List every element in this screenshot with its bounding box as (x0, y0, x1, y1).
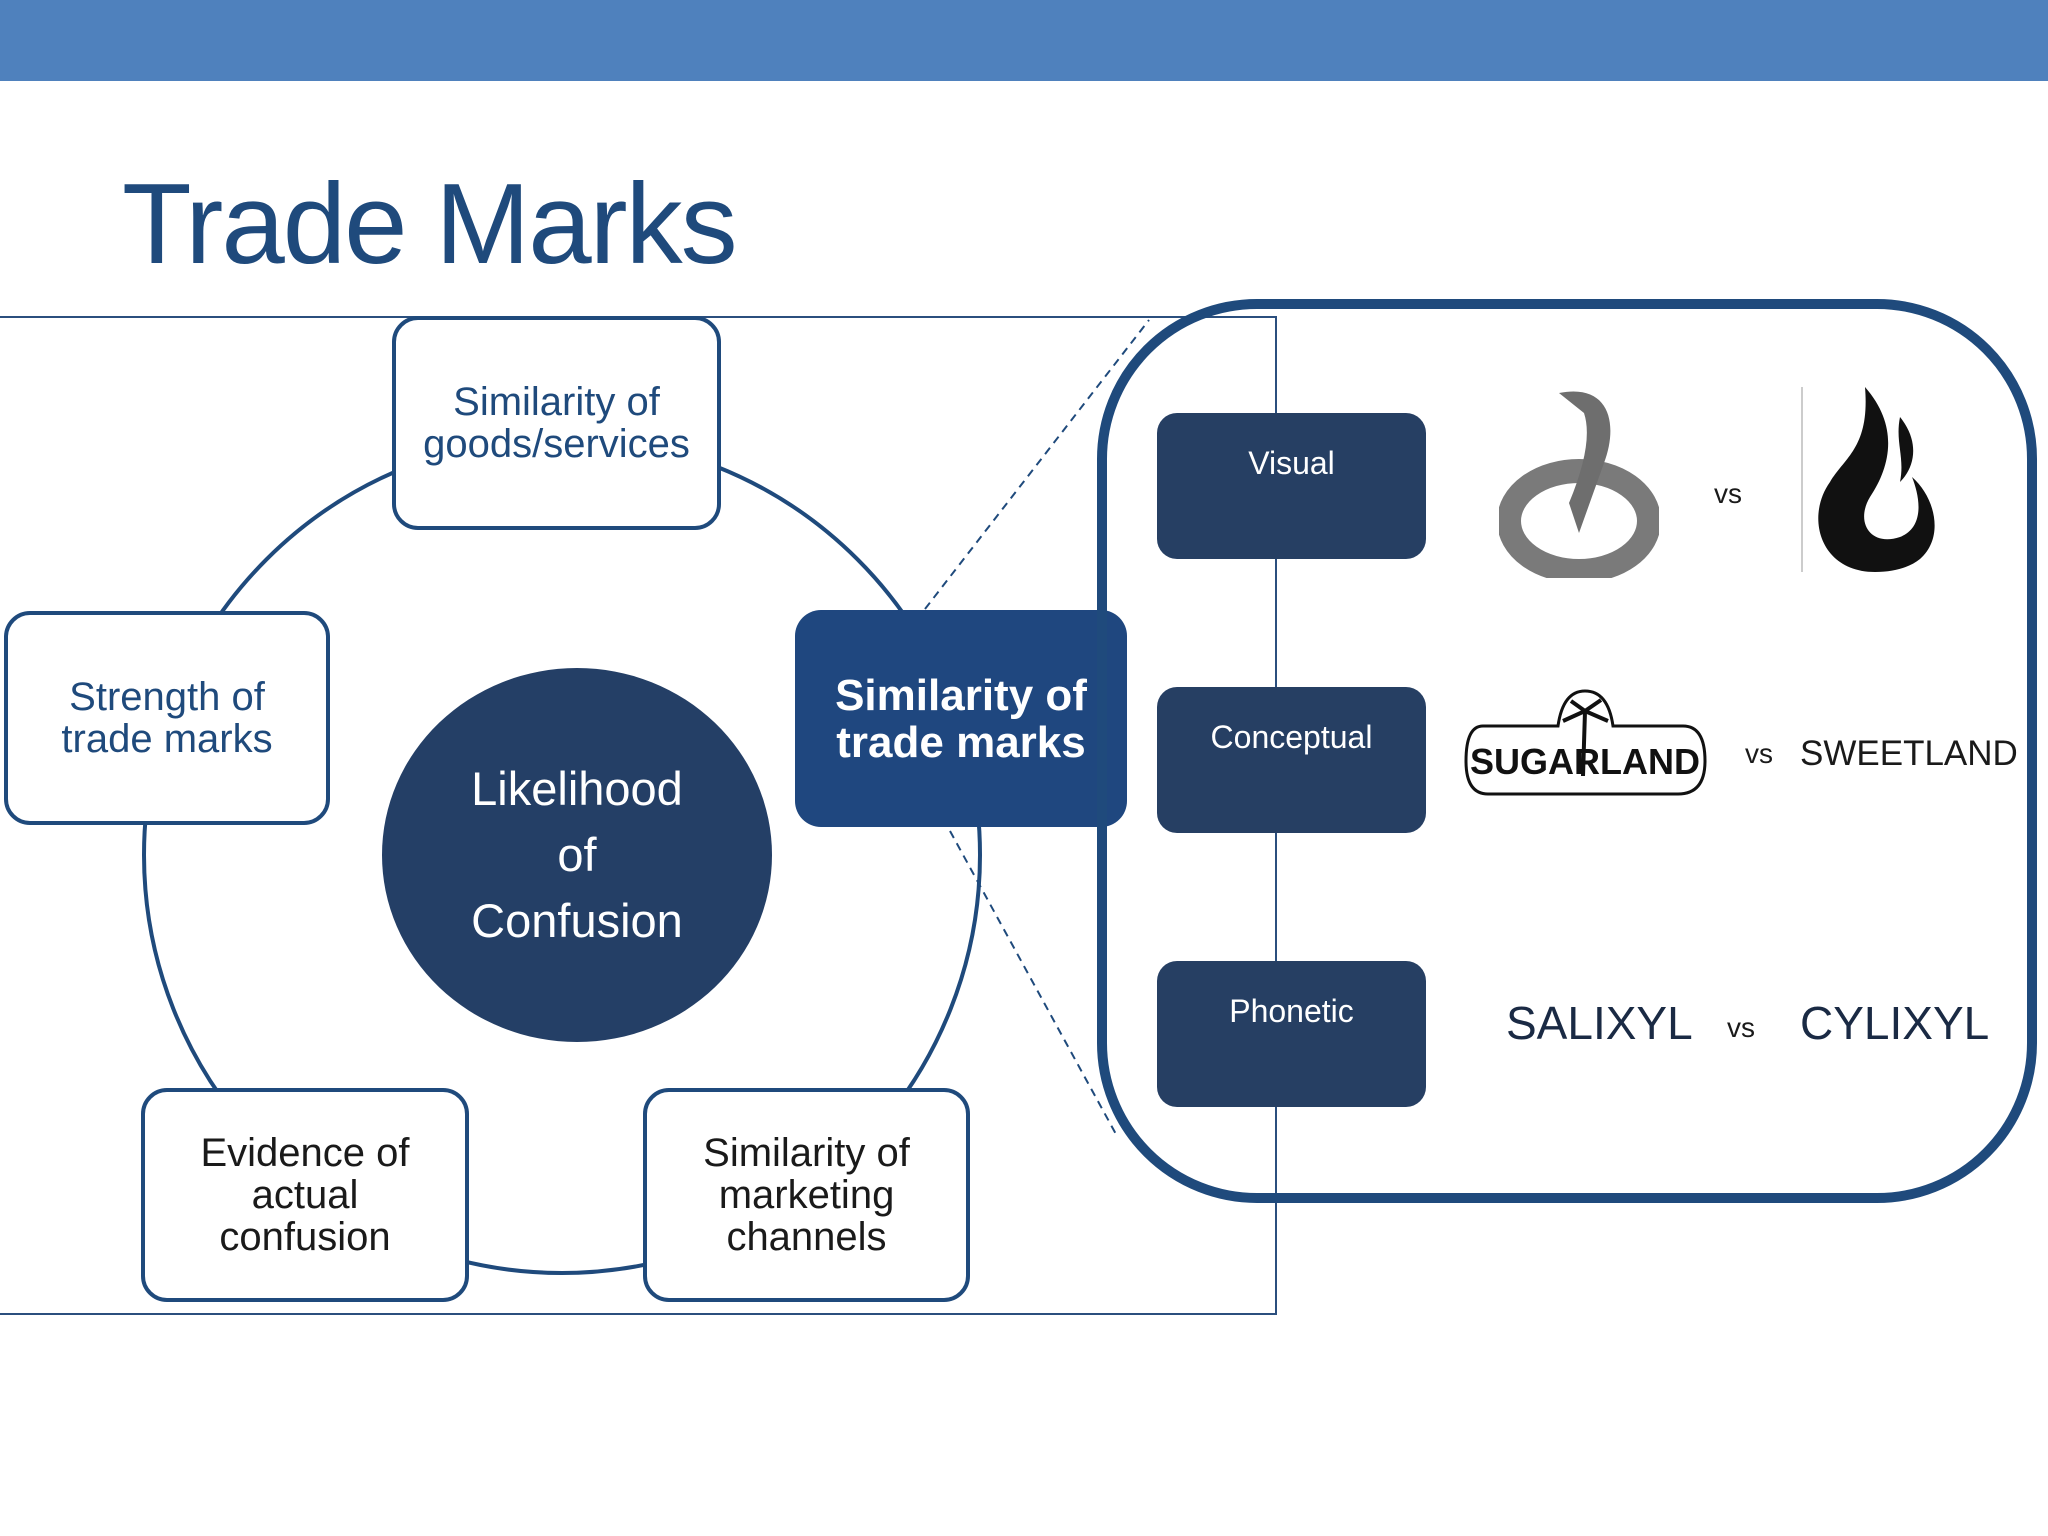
antelope-circle-logo-icon (1499, 391, 1659, 578)
zoom-dashed-line-bottom (949, 830, 1118, 1137)
factor-marketing-channels: Similarity of marketing channels (643, 1088, 970, 1302)
zoom-dashed-line-top (924, 319, 1150, 610)
vs-label: vs (1714, 478, 1742, 509)
top-accent-bar (0, 0, 2048, 81)
page-title: Trade Marks (122, 161, 738, 288)
compared-mark-sweetland: SWEETLAND (1800, 734, 2018, 773)
category-phonetic: Phonetic (1157, 961, 1426, 1107)
category-visual: Visual (1157, 413, 1426, 559)
center-line-3: Confusion (471, 894, 683, 947)
factor-similarity-trade-marks: Similarity of trade marks (795, 610, 1127, 827)
vs-label: vs (1727, 1012, 1755, 1043)
compared-mark-cylixyl: CYLIXYL (1800, 997, 1990, 1049)
category-conceptual: Conceptual (1157, 687, 1426, 833)
vs-label: vs (1745, 738, 1773, 769)
center-line-2: of (557, 828, 597, 881)
flame-logo-icon (1801, 387, 1935, 572)
similarity-detail-panel (1097, 299, 2037, 1203)
compared-mark-salixyl: SALIXYL (1506, 997, 1693, 1049)
palm-tree-logo-icon: SUGARLAND (1464, 689, 1707, 796)
center-line-1: Likelihood (471, 762, 683, 815)
factor-goods-services: Similarity of goods/services (392, 316, 721, 530)
factor-strength: Strength of trade marks (4, 611, 330, 825)
sugarland-logo-text: SUGARLAND (1470, 741, 1700, 782)
factor-actual-confusion: Evidence of actual confusion (141, 1088, 469, 1302)
